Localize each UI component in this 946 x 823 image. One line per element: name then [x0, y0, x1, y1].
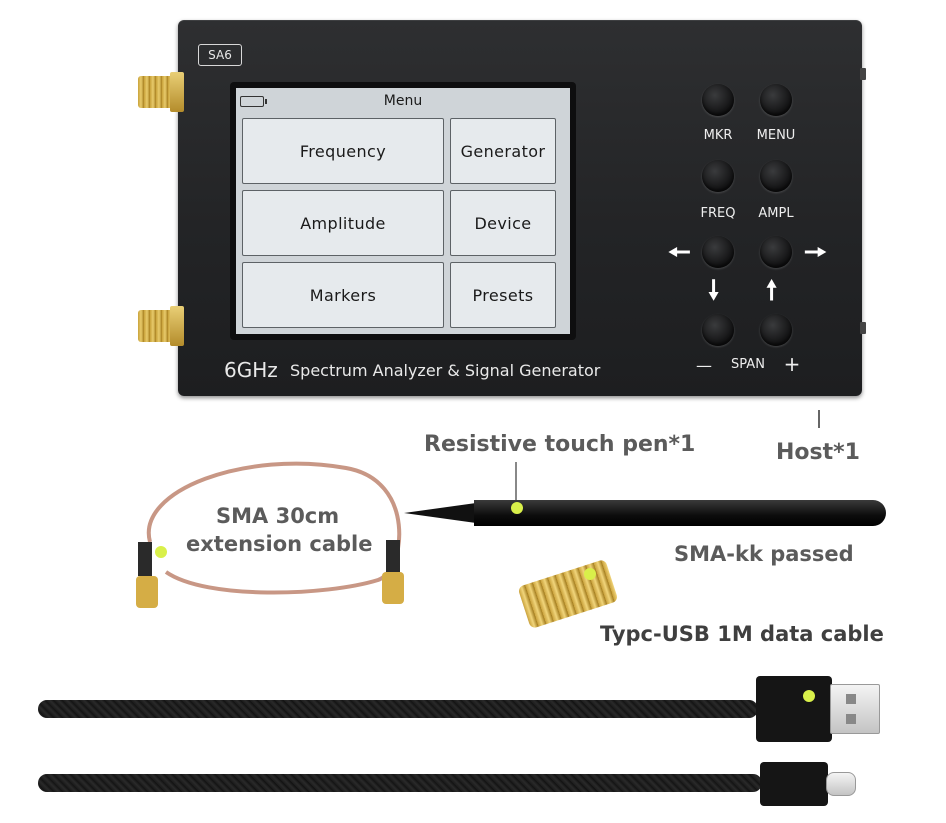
- usb-a-connector: [830, 684, 880, 734]
- battery-icon: [240, 96, 267, 107]
- span-minus-button[interactable]: [702, 314, 734, 346]
- cable-label-line1: SMA 30cm: [216, 504, 340, 528]
- span-minus-label: —: [696, 356, 712, 375]
- menu-button[interactable]: [760, 84, 792, 116]
- tile-presets[interactable]: Presets: [450, 262, 556, 328]
- side-port: [860, 68, 866, 80]
- pen-label: Resistive touch pen*1: [424, 432, 696, 457]
- usb-c-connector: [826, 772, 856, 796]
- freq-button[interactable]: [702, 160, 734, 192]
- mkr-label: MKR: [703, 128, 733, 143]
- menu-label: MENU: [756, 128, 796, 143]
- model-tag: SA6: [198, 44, 242, 66]
- host-label: Host*1: [776, 440, 860, 465]
- host-leader-line: [818, 410, 820, 428]
- usb-a-hole: [846, 714, 856, 724]
- cable-marker-dot: [155, 546, 167, 558]
- frequency-caption: 6GHz: [224, 358, 278, 382]
- usb-cable-label: Typc-USB 1M data cable: [600, 622, 884, 646]
- span-label: SPAN: [731, 357, 765, 372]
- usb-c-plug-body: [760, 762, 828, 806]
- side-port: [860, 322, 866, 334]
- tile-generator[interactable]: Generator: [450, 118, 556, 184]
- arrow-right-icon: 🠖: [804, 238, 827, 268]
- right-button[interactable]: [760, 236, 792, 268]
- span-plus-button[interactable]: [760, 314, 792, 346]
- pen-tip: [404, 503, 476, 523]
- arrow-up-icon: 🠕: [766, 276, 778, 306]
- ampl-label: AMPL: [758, 206, 794, 221]
- usb-marker-dot: [803, 690, 815, 702]
- usb-a-hole: [846, 694, 856, 704]
- cable-label-line2: extension cable: [186, 532, 373, 556]
- ampl-button[interactable]: [760, 160, 792, 192]
- tile-frequency[interactable]: Frequency: [242, 118, 444, 184]
- sma-nut: [170, 72, 184, 112]
- arrow-left-icon: 🠔: [668, 238, 691, 268]
- screen-title: Menu: [383, 93, 423, 109]
- usb-a-plug-body: [756, 676, 832, 742]
- adapter-marker-dot: [584, 568, 596, 580]
- usb-cable-bottom: [38, 774, 762, 792]
- sma-kk-adapter: [517, 558, 619, 630]
- sma-nut: [170, 306, 184, 346]
- arrow-down-icon: 🠗: [708, 276, 720, 306]
- tile-amplitude[interactable]: Amplitude: [242, 190, 444, 256]
- pen-leader-line: [515, 462, 517, 502]
- left-button[interactable]: [702, 236, 734, 268]
- pen-marker-dot: [511, 502, 523, 514]
- span-plus-label: +: [783, 352, 801, 376]
- tile-markers[interactable]: Markers: [242, 262, 444, 328]
- product-caption: Spectrum Analyzer & Signal Generator: [290, 361, 601, 380]
- adapter-label: SMA-kk passed: [674, 542, 854, 566]
- extension-cable-illustration: [136, 461, 404, 608]
- tile-device[interactable]: Device: [450, 190, 556, 256]
- mkr-button[interactable]: [702, 84, 734, 116]
- usb-cable-top: [38, 700, 758, 718]
- touch-pen: [474, 500, 886, 526]
- freq-label: FREQ: [700, 206, 736, 221]
